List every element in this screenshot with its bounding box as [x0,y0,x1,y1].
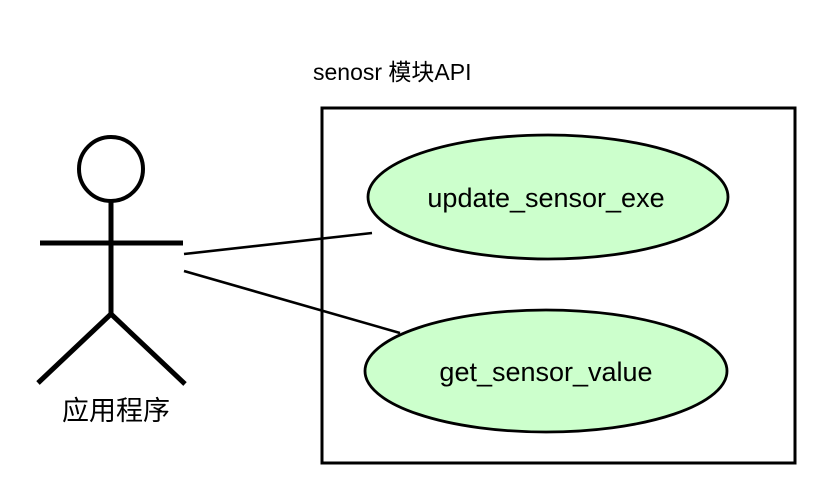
system-boundary-box [320,106,797,465]
use-case-get-sensor-value[interactable]: get_sensor_value [363,308,729,434]
actor-head-icon [77,135,145,203]
actor-label: 应用程序 [62,396,170,426]
actor-right-leg-line [109,312,187,386]
use-case-ellipse[interactable] [363,308,729,434]
association-line-update-sensor-exe [183,231,373,256]
actor-stick-figure-icon [36,135,187,386]
association-line-get-sensor-value [183,269,401,335]
use-case-update-sensor-exe[interactable]: update_sensor_exe [366,133,730,261]
use-case-ellipse[interactable] [366,133,730,261]
use-case-label: update_sensor_exe [427,183,664,213]
actor-left-leg-line [36,312,113,385]
use-case-label: get_sensor_value [439,357,652,387]
system-title: senosr 模块API [313,59,472,85]
